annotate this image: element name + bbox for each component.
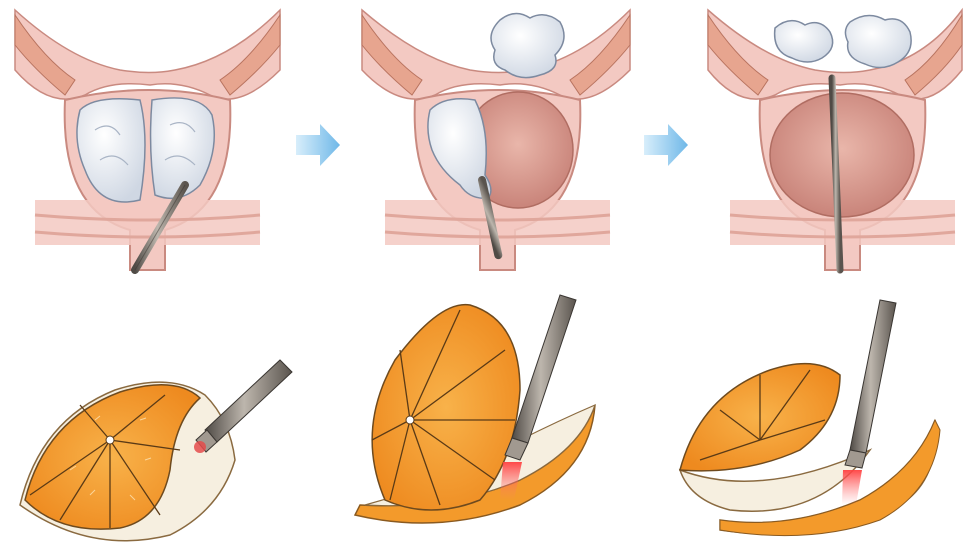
arrow-right-icon bbox=[296, 124, 340, 166]
enucleated-tissue bbox=[491, 13, 564, 77]
laser-beam bbox=[194, 441, 206, 453]
laser-instrument bbox=[842, 300, 896, 505]
anatomy-panel-1 bbox=[15, 5, 280, 275]
orange-panel-3 bbox=[680, 300, 940, 536]
anatomy-panel-2 bbox=[362, 10, 630, 270]
bladder-cavity bbox=[770, 93, 914, 217]
arrow-right-icon bbox=[644, 124, 688, 166]
orange-panel-2 bbox=[355, 295, 595, 523]
morcellated-tissue bbox=[775, 21, 833, 62]
morcellated-tissue bbox=[845, 15, 911, 67]
anatomy-panel-3 bbox=[708, 10, 962, 270]
orange-panel-1 bbox=[20, 360, 292, 541]
